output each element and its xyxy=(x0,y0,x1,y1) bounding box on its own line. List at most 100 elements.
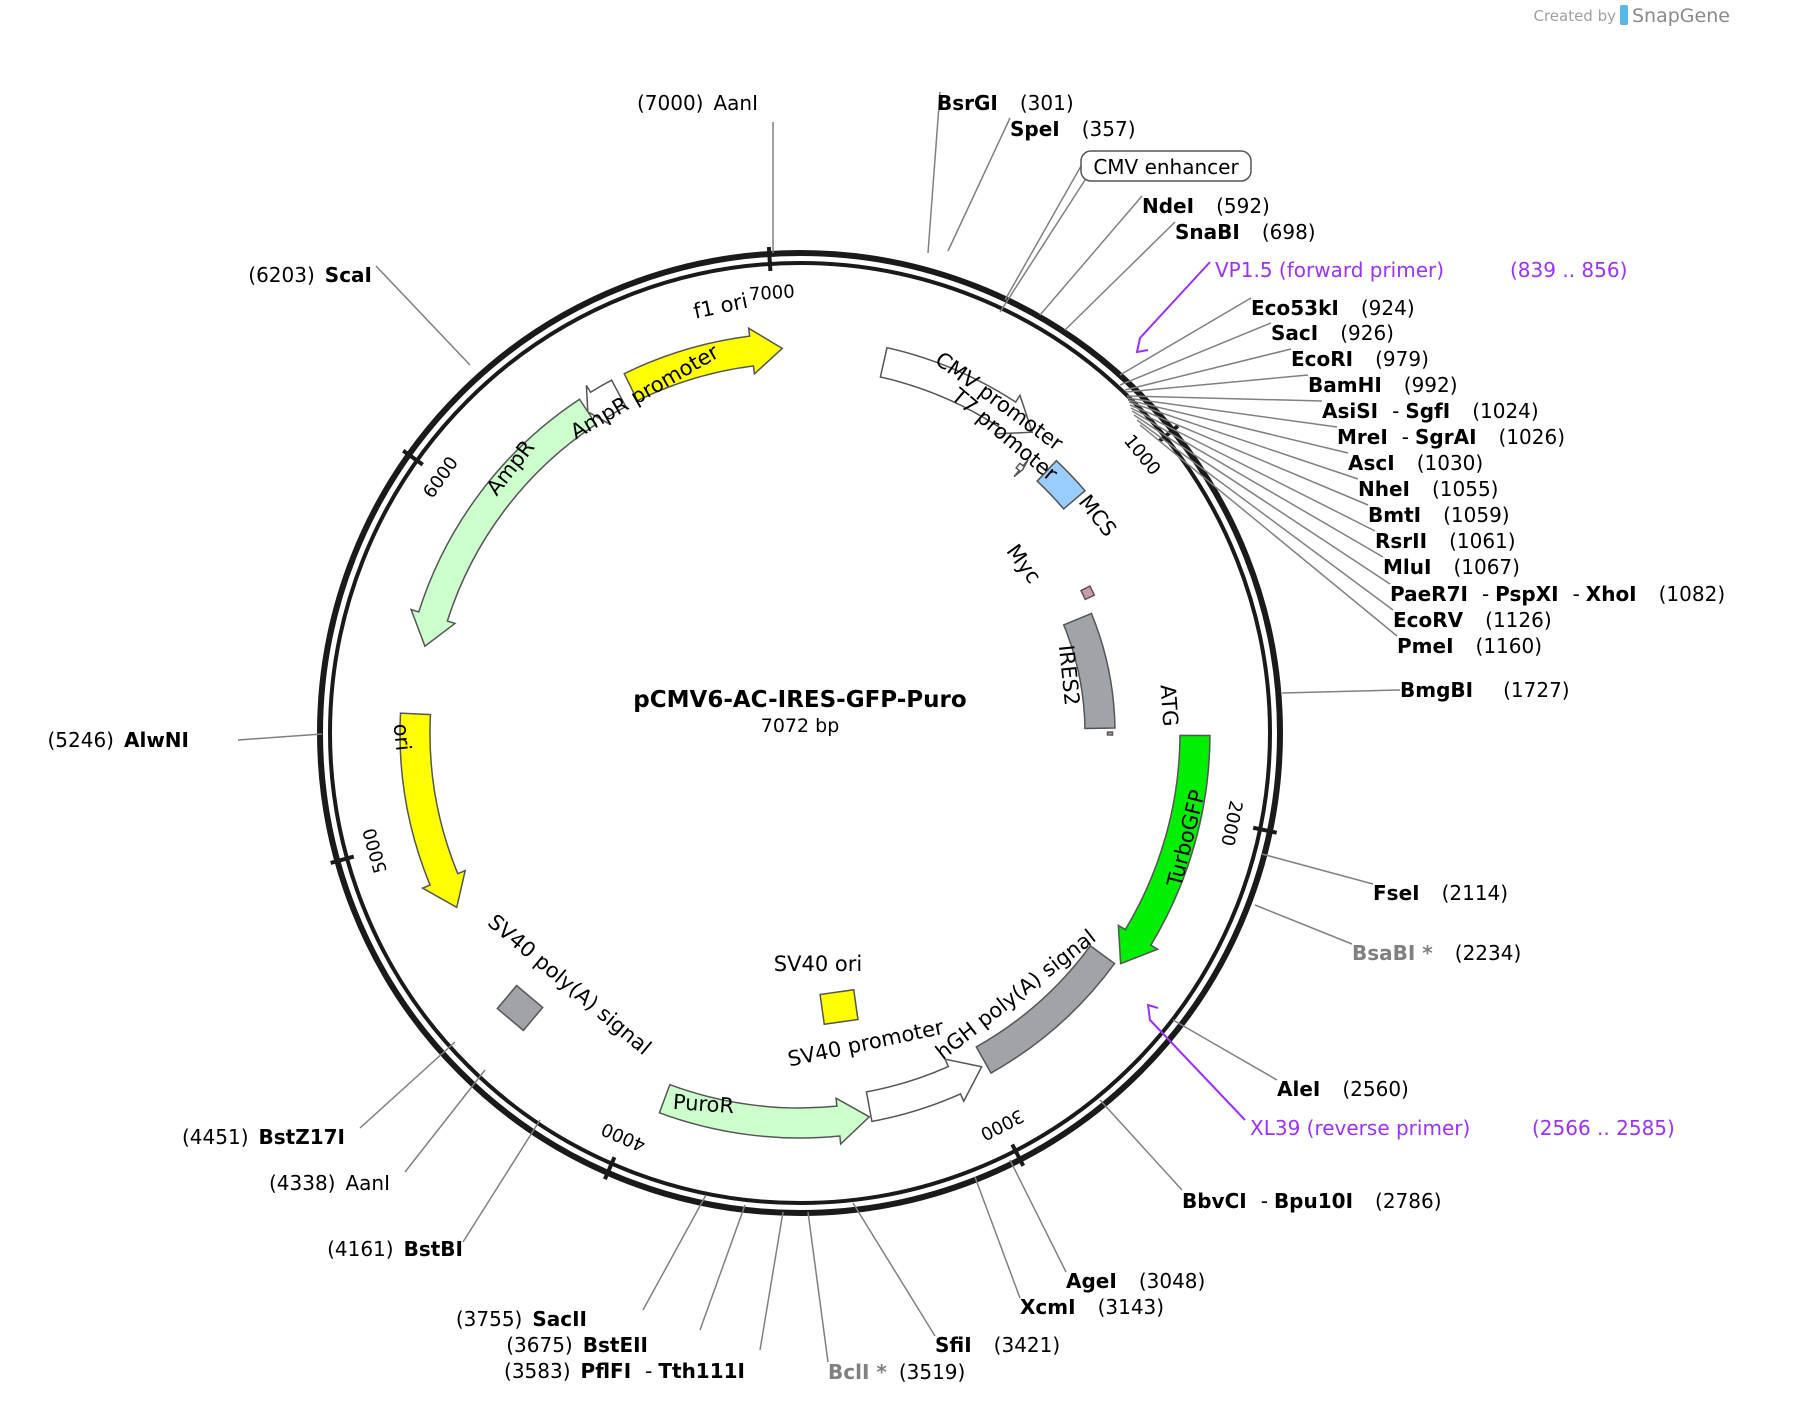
site-label: NheI(1055) xyxy=(1358,477,1499,501)
leader-line xyxy=(1139,424,1398,637)
site-label: PmeI(1160) xyxy=(1397,634,1542,658)
plasmid-name: pCMV6-AC-IRES-GFP-Puro xyxy=(633,687,966,713)
site-label: NdeI(592) xyxy=(1142,194,1270,218)
feature-label-puror: PuroR xyxy=(672,1090,735,1118)
backbone-outer-ring xyxy=(317,250,1283,1216)
feature-sv40-poly-a-signal xyxy=(496,984,544,1032)
leader-line xyxy=(852,1202,936,1337)
leader-layer xyxy=(237,91,1401,1363)
tick-mark xyxy=(330,854,355,865)
primer-vp15-range: (839 .. 856) xyxy=(1510,258,1627,282)
tick-label: 7000 xyxy=(748,281,795,305)
tick-mark xyxy=(1010,1143,1026,1167)
leader-line xyxy=(1281,689,1401,694)
site-label: FseI(2114) xyxy=(1373,881,1508,905)
leader-line xyxy=(1004,165,1082,301)
primer-vp15-name: VP1.5 (forward primer) xyxy=(1215,258,1444,282)
site-label: BmtI(1059) xyxy=(1368,503,1510,527)
feature-label-mcs: MCS xyxy=(1074,490,1121,541)
tick-label: 2000 xyxy=(1216,799,1246,848)
site-label: (3583)PflFI-Tth111I xyxy=(504,1359,745,1383)
site-label: (6203)ScaI xyxy=(248,263,372,287)
leader-line xyxy=(642,1194,707,1311)
leader-line xyxy=(1129,404,1369,506)
tick-label: 6000 xyxy=(419,453,463,503)
site-label: (4161)BstBI xyxy=(327,1237,463,1261)
leader-line xyxy=(974,1176,1021,1299)
site-label: BsaBI *(2234) xyxy=(1352,941,1521,965)
leader-line xyxy=(375,265,471,366)
site-label: (3675)BstEII xyxy=(506,1333,648,1357)
credit: Created by SnapGene xyxy=(1533,5,1730,27)
feature-puror xyxy=(658,1083,871,1146)
site-label: (3755)SacII xyxy=(456,1307,587,1331)
tick-label: 1000 xyxy=(1119,431,1164,480)
backbone xyxy=(317,250,1283,1216)
primer-xl39-marker xyxy=(1146,1003,1246,1121)
feature-label-sv40-ori: SV40 ori xyxy=(774,952,862,976)
leader-line xyxy=(699,1204,746,1331)
backbone-inner-ring xyxy=(328,261,1272,1205)
feature-label-f1-ori: f1 ori xyxy=(691,289,750,324)
cmv-enhancer-label: CMV enhancer xyxy=(1093,155,1239,179)
site-label: SfiI(3421) xyxy=(935,1333,1060,1357)
site-label: (7000)AanI xyxy=(637,91,758,115)
tick-mark xyxy=(402,449,424,467)
site-label: XcmI(3143) xyxy=(1020,1295,1164,1319)
feature-turbogfp xyxy=(1117,734,1211,965)
site-label: SnaBI(698) xyxy=(1175,220,1316,244)
site-label: BsrGI(301) xyxy=(937,91,1074,115)
tick-mark xyxy=(766,246,773,272)
site-label: (5246)AlwNI xyxy=(47,728,189,752)
site-label: BclI *(3519) xyxy=(828,1360,965,1384)
feature-label-ires2: IRES2 xyxy=(1054,644,1084,707)
tick-mark xyxy=(603,1156,617,1181)
leader-line xyxy=(1254,904,1353,945)
leader-line xyxy=(927,91,941,254)
leader-line xyxy=(1261,853,1374,885)
feature-ires2 xyxy=(1062,612,1116,730)
feature-layer xyxy=(399,326,1211,1146)
cmv-enhancer-box xyxy=(1080,150,1252,182)
site-label: (4338)AanI xyxy=(269,1171,390,1195)
feature-cmv-promoter xyxy=(879,346,1034,435)
cmv-enhancer-callout: CMV enhancer xyxy=(1080,150,1252,182)
leader-line xyxy=(1130,407,1376,532)
leader-line xyxy=(1126,395,1323,402)
tick-label: 5000 xyxy=(359,826,391,876)
site-label: EcoRV(1126) xyxy=(1393,608,1552,632)
leader-line xyxy=(1127,399,1349,454)
leader-line xyxy=(1133,414,1391,585)
leader-line xyxy=(947,117,1011,252)
feature-sv40-ori xyxy=(819,988,859,1026)
site-labels: BsrGI(301) SpeI(357) NdeI(592) SnaBI(698… xyxy=(47,91,1725,1384)
leader-line xyxy=(1119,297,1252,376)
site-label: MreI-SgrAI(1026) xyxy=(1337,425,1565,449)
site-label: Eco53kI(924) xyxy=(1251,296,1415,320)
feature-t7-promoter xyxy=(1013,459,1029,478)
leader-line xyxy=(1039,195,1143,316)
tick-label: 3000 xyxy=(977,1105,1027,1145)
feature-label-myc: Myc xyxy=(1002,540,1046,588)
leader-line xyxy=(1099,1099,1183,1191)
primer-xl39-name: XL39 (reverse primer) xyxy=(1250,1116,1470,1140)
feature-label-sv40-polya: SV40 poly(A) signal xyxy=(483,910,656,1060)
site-label: RsrII(1061) xyxy=(1375,529,1516,553)
feature-ampr xyxy=(409,398,598,648)
primers: VP1.5 (forward primer) (839 .. 856) XL39… xyxy=(1215,258,1675,1140)
site-label: BamHI(992) xyxy=(1308,373,1458,397)
leader-line xyxy=(1172,1019,1278,1081)
leader-line xyxy=(1064,221,1176,331)
leader-line xyxy=(999,179,1086,313)
primer-vp15-marker xyxy=(1135,261,1211,354)
feature-label-atg: ATG xyxy=(1156,684,1183,727)
leader-line xyxy=(1124,348,1292,391)
leader-line xyxy=(1136,419,1394,611)
leader-line xyxy=(1128,401,1359,480)
leader-line xyxy=(404,1069,486,1173)
leader-line xyxy=(759,1211,784,1351)
site-label: (4451)BstZ17I xyxy=(182,1125,345,1149)
leader-line xyxy=(462,1119,541,1243)
feature-label-ori: ori xyxy=(389,722,416,752)
